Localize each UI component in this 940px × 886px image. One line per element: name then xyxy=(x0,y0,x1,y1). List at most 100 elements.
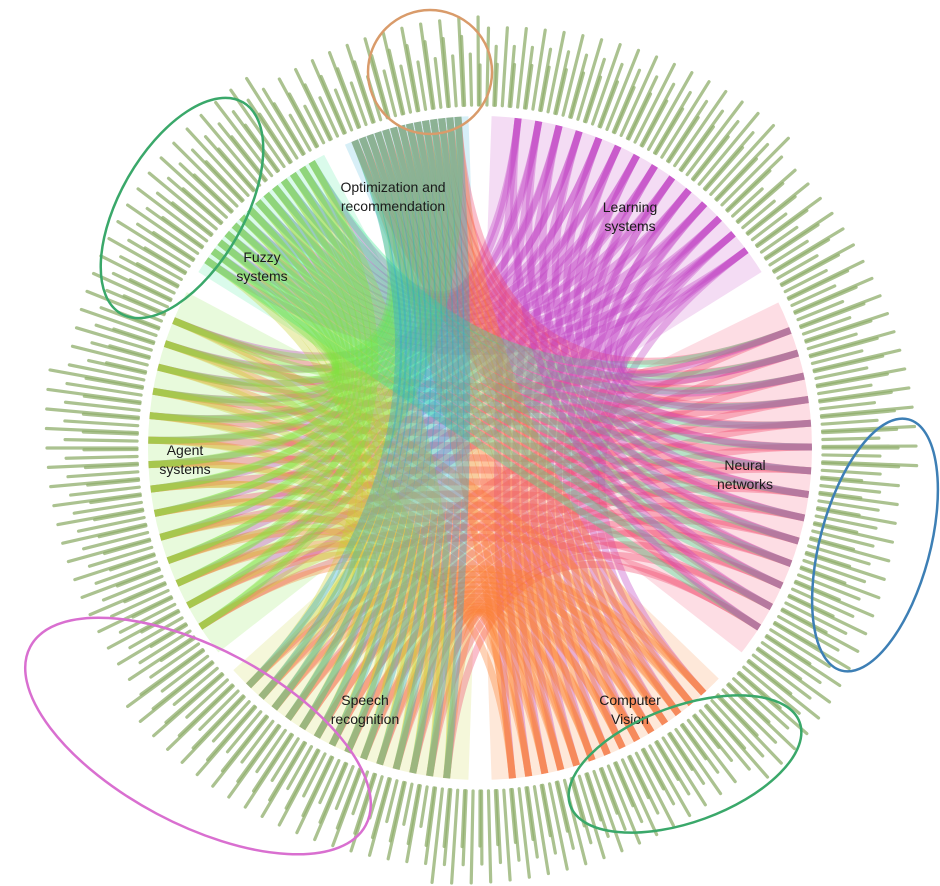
fringe-label-mark xyxy=(46,387,142,404)
fringe-label-mark xyxy=(731,187,764,218)
chord-ribbon xyxy=(148,206,348,469)
fringe-label-mark xyxy=(648,744,692,818)
chord-ribbon xyxy=(426,551,774,777)
chord-ribbon xyxy=(376,516,800,766)
fringe-label-mark xyxy=(164,672,224,724)
fringe-label-mark xyxy=(76,515,146,533)
fringe-label-mark xyxy=(416,60,428,111)
highlight-ellipse-right xyxy=(810,417,940,673)
fringe-label-mark xyxy=(764,223,820,261)
fringe-label-mark xyxy=(804,552,886,581)
fringe-label-mark xyxy=(258,112,293,164)
chord-ribbon xyxy=(148,124,420,469)
fringe-label-mark xyxy=(817,499,880,512)
fringe-label-mark xyxy=(433,56,443,109)
fringe-label-mark xyxy=(660,80,711,159)
chord-ribbon xyxy=(258,570,695,707)
chord-ribbon xyxy=(159,490,800,545)
fringe-label-mark xyxy=(627,755,650,800)
chord-ribbon xyxy=(382,128,800,545)
chord-ribbon xyxy=(344,122,438,754)
topic-arc-optimization xyxy=(343,113,480,448)
chord-ribbon xyxy=(175,171,368,587)
chord-ribbon xyxy=(405,122,626,750)
highlight-ellipse-upper-left xyxy=(99,96,265,320)
fringe-label-mark xyxy=(240,719,275,764)
chord-ribbon xyxy=(148,460,389,754)
fringe-label-mark xyxy=(72,500,143,515)
chord-ribbon xyxy=(503,120,543,777)
chord-ribbon xyxy=(328,465,812,747)
chord-ribbon xyxy=(149,412,407,766)
fringe-label-mark xyxy=(619,55,659,137)
fringe-label-mark xyxy=(821,461,901,469)
fringe-label-mark xyxy=(732,677,790,730)
chord-ribbon xyxy=(358,136,533,777)
fringe-label-mark xyxy=(741,199,776,230)
chord-ribbon xyxy=(163,120,543,373)
fringe-label-mark xyxy=(56,507,145,527)
chord-ribbon xyxy=(198,247,749,630)
fringe-label-mark xyxy=(180,695,246,764)
chord-ribbon xyxy=(166,118,443,565)
chord-ribbon xyxy=(172,317,792,391)
chord-ribbon xyxy=(239,214,806,522)
chord-ribbon xyxy=(280,178,809,411)
fringe-label-mark xyxy=(780,608,860,653)
topic-arcs xyxy=(144,113,815,783)
chord-ribbon xyxy=(271,133,412,711)
fringe-label-mark xyxy=(69,485,141,497)
chord-ribbon xyxy=(186,231,736,609)
fringe-label-mark xyxy=(736,181,785,224)
fringe-label-mark xyxy=(750,212,788,242)
chord-ribbon xyxy=(159,184,359,541)
fringe-label-mark xyxy=(772,622,851,671)
fringe-label-mark xyxy=(746,660,821,720)
chord-ribbon xyxy=(591,163,812,475)
fringe-label-mark xyxy=(547,782,569,871)
chord-ribbon xyxy=(175,215,723,587)
fringe-label-mark xyxy=(715,157,759,202)
fringe-label-mark xyxy=(640,99,669,148)
chord-ribbon xyxy=(163,136,398,374)
fringe-label-mark xyxy=(793,276,874,314)
fringe-label-mark xyxy=(46,461,139,469)
chord-ribbon xyxy=(166,178,363,565)
chord-ribbon xyxy=(598,175,813,451)
fringe-label-mark xyxy=(673,89,728,168)
chord-ribbon xyxy=(376,603,581,767)
fringe-label-mark xyxy=(441,37,451,108)
fringe-label-mark xyxy=(640,748,665,791)
chord-ribbon xyxy=(510,117,762,631)
chord-ribbon xyxy=(397,124,810,498)
chord-ribbon xyxy=(376,119,449,766)
fringe-label-mark xyxy=(204,160,245,202)
fringe-label-mark xyxy=(509,62,517,108)
fringe-label-mark xyxy=(692,714,721,750)
fringe-label-mark xyxy=(99,254,176,295)
fringe-label-mark xyxy=(812,348,902,372)
fringe-label-mark xyxy=(821,453,882,458)
chord-ribbon xyxy=(446,117,800,378)
chord-ribbon xyxy=(390,126,596,762)
chord-ribbon xyxy=(285,396,809,721)
fringe-label-mark xyxy=(301,755,333,818)
fringe-label-mark xyxy=(333,88,354,132)
fringe-label-mark xyxy=(769,628,831,669)
chord-ribbon xyxy=(313,126,427,739)
chord-ribbon xyxy=(409,117,460,774)
fringe-label-mark xyxy=(368,775,384,820)
chord-ribbon xyxy=(430,118,669,726)
fringe-label-mark xyxy=(318,96,340,138)
chord-ribbon xyxy=(351,139,762,631)
chord-ribbon xyxy=(443,116,471,779)
fringe-label-mark xyxy=(382,69,398,118)
chord-ribbon xyxy=(172,257,339,376)
fringe-label-mark xyxy=(288,113,312,152)
fringe-label-mark xyxy=(469,789,475,885)
chord-ribbon xyxy=(217,215,723,343)
fringe-label-mark xyxy=(790,284,837,308)
fringe-label-mark xyxy=(721,688,778,744)
chord-ribbon xyxy=(280,130,583,307)
